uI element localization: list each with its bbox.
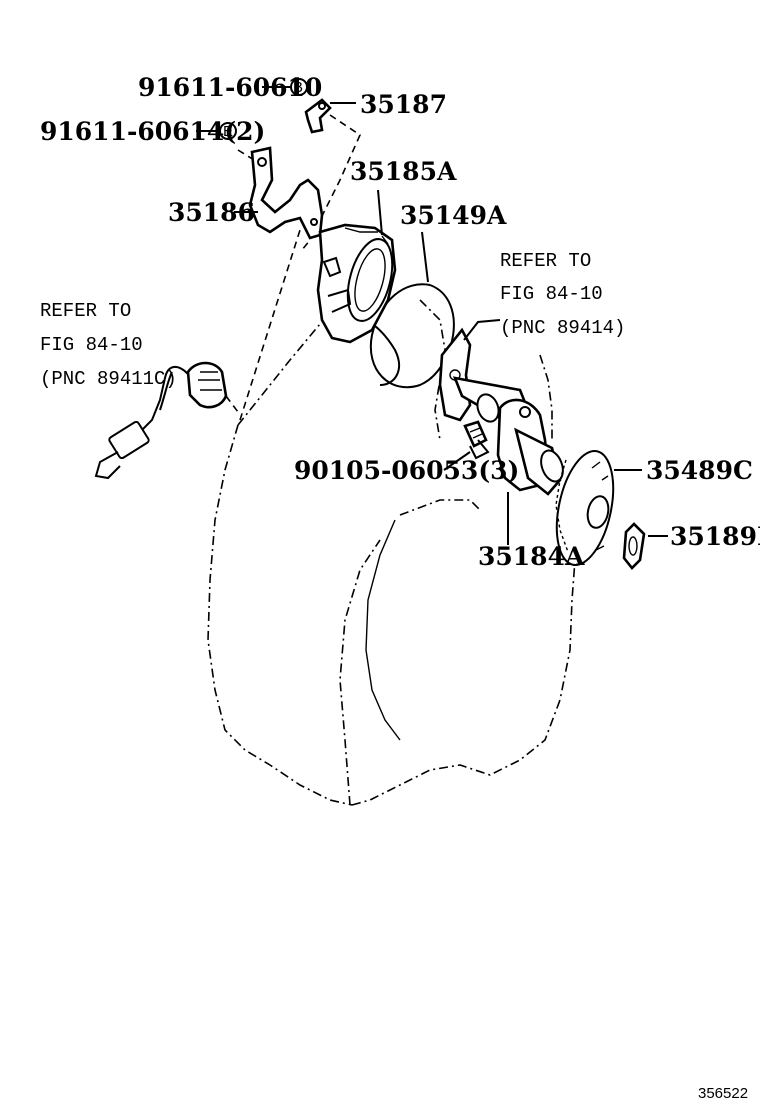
label-35185a: 35185A — [350, 157, 457, 186]
label-35184a: 35184A — [478, 542, 585, 571]
label-35186: 35186 — [168, 198, 255, 227]
svg-text:(PNC 89414): (PNC 89414) — [500, 317, 625, 339]
svg-text:REFER TO: REFER TO — [40, 300, 131, 322]
refer-note-left: REFER TO FIG 84-10 (PNC 89411C) — [40, 300, 177, 390]
figure-number: 356522 — [698, 1085, 748, 1102]
snap-ring-35189b — [622, 522, 646, 570]
label-91611-60614: 91611-60614(2) — [40, 117, 265, 146]
svg-text:B: B — [293, 79, 303, 96]
speed-sensor-assembly — [94, 361, 239, 480]
svg-text:E: E — [223, 123, 233, 140]
transmission-case-outline — [207, 114, 576, 806]
label-91611-60610: 91611-60610 — [138, 73, 322, 102]
bracket-35186 — [248, 146, 324, 240]
svg-text:FIG 84-10: FIG 84-10 — [500, 283, 603, 305]
svg-text:FIG 84-10: FIG 84-10 — [40, 334, 143, 356]
sensor-housing-35185a — [316, 223, 397, 344]
clip-marker-icon: E — [219, 122, 237, 140]
leader-lines — [196, 86, 668, 545]
refer-note-right: REFER TO FIG 84-10 (PNC 89414) — [500, 250, 625, 339]
bolt-marker-icon: B — [290, 78, 308, 96]
label-90105-06053: 90105-06053(3) — [294, 456, 519, 485]
label-35149a: 35149A — [400, 201, 507, 230]
driven-gear-35489c — [555, 450, 615, 566]
label-35189b: 35189B — [670, 522, 760, 551]
label-35187: 35187 — [360, 90, 447, 119]
gear-holder-35184a — [496, 398, 564, 496]
label-35489c: 35489C — [646, 456, 753, 485]
svg-text:(PNC 89411C): (PNC 89411C) — [40, 368, 177, 390]
svg-text:REFER TO: REFER TO — [500, 250, 591, 272]
clip-35187 — [304, 98, 332, 134]
bolt-90105-06053 — [463, 420, 490, 460]
